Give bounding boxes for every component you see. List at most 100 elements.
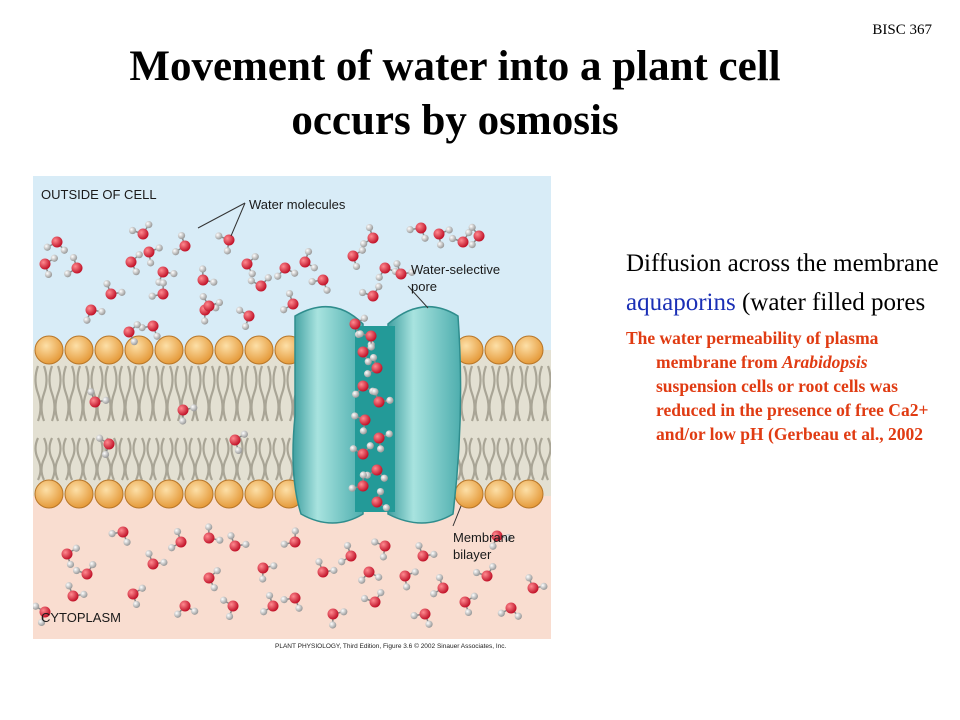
water-molecule xyxy=(280,289,299,314)
osmosis-figure: OUTSIDE OF CELL Water molecules Water-se… xyxy=(33,176,551,639)
hydrogen-atom xyxy=(133,321,141,329)
hydrogen-atom xyxy=(329,621,337,629)
hydrogen-atom xyxy=(360,594,369,603)
hydrogen-atom xyxy=(210,278,218,286)
hydrogen-atom xyxy=(425,620,433,628)
oxygen-atom xyxy=(363,566,375,578)
water-molecule xyxy=(406,222,429,242)
bullet-permeability-note: The water permeability of plasma membran… xyxy=(626,326,946,446)
lipid-tail xyxy=(244,365,252,422)
note-species: Arabidopsis xyxy=(782,352,868,372)
water-molecule xyxy=(96,434,115,459)
hydrogen-atom xyxy=(145,221,153,229)
water-molecule xyxy=(472,563,497,582)
water-molecule xyxy=(33,602,51,627)
lipid-tail xyxy=(40,365,48,422)
hydrogen-atom xyxy=(69,253,78,262)
hydrogen-atom xyxy=(367,343,375,351)
oxygen-atom xyxy=(197,274,209,286)
hydrogen-atom xyxy=(98,308,106,316)
water-molecule xyxy=(430,573,449,598)
oxygen-atom xyxy=(365,330,377,342)
oxygen-atom xyxy=(433,228,445,240)
lipid-tail xyxy=(516,365,524,422)
hydrogen-atom xyxy=(87,388,95,396)
lipid-tails xyxy=(34,365,551,481)
hydrogen-atom xyxy=(177,231,186,240)
water-molecule xyxy=(177,404,198,425)
hydrogen-atom xyxy=(66,560,75,569)
water-molecule xyxy=(168,527,187,552)
water-molecule xyxy=(399,568,419,591)
hydrogen-atom xyxy=(403,583,411,591)
hydrogen-atom xyxy=(470,592,478,600)
lipid-tail xyxy=(250,437,258,481)
hydrogen-atom xyxy=(213,567,221,575)
lipid-tail xyxy=(82,365,90,422)
water-molecule xyxy=(371,388,394,408)
lipid-head xyxy=(34,335,64,365)
oxygen-atom xyxy=(415,222,427,234)
note-text-start: The water permeability of plasma membran… xyxy=(626,328,879,372)
hydrogen-atom xyxy=(380,474,388,482)
hydrogen-atom xyxy=(411,568,419,576)
hydrogen-atom xyxy=(379,553,387,561)
hydrogen-atom xyxy=(240,430,248,438)
membrane-label-line-2: bilayer xyxy=(453,547,492,562)
lipid-tail xyxy=(208,437,216,481)
hydrogen-atom xyxy=(369,353,378,362)
lipid-tail xyxy=(138,437,146,481)
hydrogen-atom xyxy=(225,612,234,621)
bullet-diffusion: Diffusion across the membrane xyxy=(626,250,939,277)
water-molecule xyxy=(43,236,68,254)
oxygen-atom xyxy=(437,582,449,594)
water-molecule xyxy=(349,442,374,460)
lipid-tail xyxy=(54,365,62,422)
lipid-tail xyxy=(496,365,504,422)
lipid-tail xyxy=(474,365,482,422)
hydrogen-atom xyxy=(145,550,153,558)
oxygen-atom xyxy=(347,250,359,262)
oxygen-atom xyxy=(137,228,149,240)
channel-left-half xyxy=(292,305,364,524)
hydrogen-atom xyxy=(430,590,438,598)
slide-title: Movement of water into a plant cell occu… xyxy=(60,40,850,148)
hydrogen-atom xyxy=(199,265,207,273)
hydrogen-atom xyxy=(280,596,288,604)
lipid-tail xyxy=(202,365,210,422)
oxygen-atom xyxy=(357,346,369,358)
oxygen-atom xyxy=(287,298,299,310)
hydrogen-atom xyxy=(216,536,224,544)
hydrogen-atom xyxy=(280,306,288,314)
oxygen-atom xyxy=(243,310,255,322)
lipid-tail xyxy=(222,365,230,422)
hydrogen-atom xyxy=(408,268,416,276)
oxygen-atom xyxy=(89,396,101,408)
water-molecule xyxy=(360,589,385,608)
hydrogen-atom xyxy=(236,306,244,314)
lipid-tail xyxy=(82,437,90,481)
hydrogen-atom xyxy=(366,442,374,450)
water-molecule xyxy=(199,293,224,312)
hydrogen-atom xyxy=(102,396,110,404)
hydrogen-atom xyxy=(65,582,73,590)
hydrogen-atom xyxy=(315,558,323,566)
water-molecule xyxy=(236,306,255,331)
hydrogen-atom xyxy=(280,540,288,548)
oxygen-atom xyxy=(505,602,517,614)
lipid-tail xyxy=(40,437,48,481)
hydrogen-atom xyxy=(375,573,383,581)
lipid-head xyxy=(244,335,274,365)
hydrogen-atom xyxy=(43,243,51,251)
hydrogen-atom xyxy=(138,584,146,592)
hydrogen-atom xyxy=(190,404,198,412)
hydrogen-atom xyxy=(489,563,497,571)
water-molecule xyxy=(174,600,199,618)
lipid-tail xyxy=(68,437,76,481)
oxygen-atom xyxy=(203,532,215,544)
note-text-end: suspension cells or root cells was reduc… xyxy=(656,376,929,444)
hydrogen-atom xyxy=(504,534,512,542)
lipid-tail xyxy=(124,365,132,422)
hydrogen-atom xyxy=(132,268,140,276)
hydrogen-atom xyxy=(406,226,414,234)
